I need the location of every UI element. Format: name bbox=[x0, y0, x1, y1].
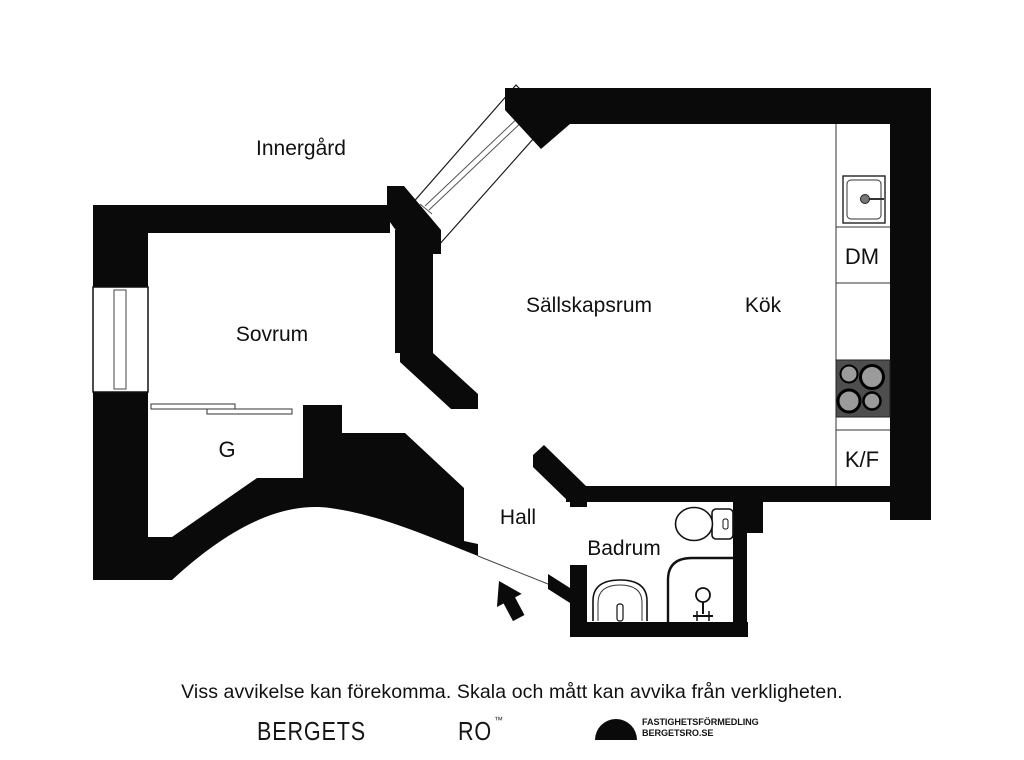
room-label-bathroom: Badrum bbox=[587, 537, 661, 560]
entrance-door-swing bbox=[477, 555, 549, 585]
wall-bathroom-right bbox=[733, 502, 747, 637]
kitchen-sink-icon bbox=[842, 175, 886, 224]
wall-bathroom-bottom bbox=[570, 622, 748, 637]
brand-company-text: FASTIGHETSFÖRMEDLING BERGETSRO.SE bbox=[642, 717, 759, 739]
brand-word-bergets: BERGETS bbox=[257, 716, 366, 746]
wall-kitchen-corner bbox=[890, 502, 931, 520]
brand-word-ro: RO bbox=[458, 716, 493, 746]
wall-bathroom-left-upper bbox=[570, 486, 587, 507]
brand-company-line1: FASTIGHETSFÖRMEDLING bbox=[642, 717, 759, 728]
wall-window-jamb-lower bbox=[387, 186, 441, 254]
shower-icon bbox=[666, 556, 733, 622]
bedroom-window bbox=[92, 286, 149, 393]
entrance-arrow-icon bbox=[496, 581, 525, 622]
toilet-icon bbox=[674, 506, 734, 542]
wall-kitchen-top-right bbox=[505, 88, 931, 520]
stove-icon bbox=[835, 359, 891, 418]
wall-kitchen-bottom bbox=[566, 486, 931, 502]
walls bbox=[93, 88, 931, 637]
brand-dome-icon bbox=[595, 719, 637, 740]
brand-company-line2: BERGETSRO.SE bbox=[642, 727, 714, 739]
room-label-hall: Hall bbox=[500, 506, 536, 529]
wall-left-foot bbox=[93, 537, 172, 580]
room-label-kitchen: Kök bbox=[745, 294, 782, 317]
wall-curved-south bbox=[172, 405, 478, 580]
kitchen-counter bbox=[835, 124, 891, 486]
room-label-living-room: Sällskapsrum bbox=[526, 294, 652, 317]
label-dishwasher: DM bbox=[845, 244, 879, 269]
wall-entrance-stub bbox=[548, 574, 570, 603]
room-label-bedroom: Sovrum bbox=[236, 323, 308, 346]
disclaimer-text: Viss avvikelse kan förekomma. Skala och … bbox=[181, 681, 843, 703]
trademark-symbol: ™ bbox=[494, 715, 503, 725]
wardrobe-sliding-doors bbox=[150, 403, 293, 415]
wall-left-upper bbox=[93, 205, 148, 287]
wall-bathroom-right-stub bbox=[733, 502, 763, 533]
wall-bathroom-left-lower bbox=[570, 565, 587, 622]
label-fridge-freezer: K/F bbox=[845, 447, 879, 472]
label-wardrobe: G bbox=[218, 437, 235, 462]
washbasin-icon bbox=[592, 579, 648, 622]
room-label-courtyard: Innergård bbox=[256, 137, 346, 160]
wall-bedroom-diagonal-stub bbox=[400, 353, 478, 409]
